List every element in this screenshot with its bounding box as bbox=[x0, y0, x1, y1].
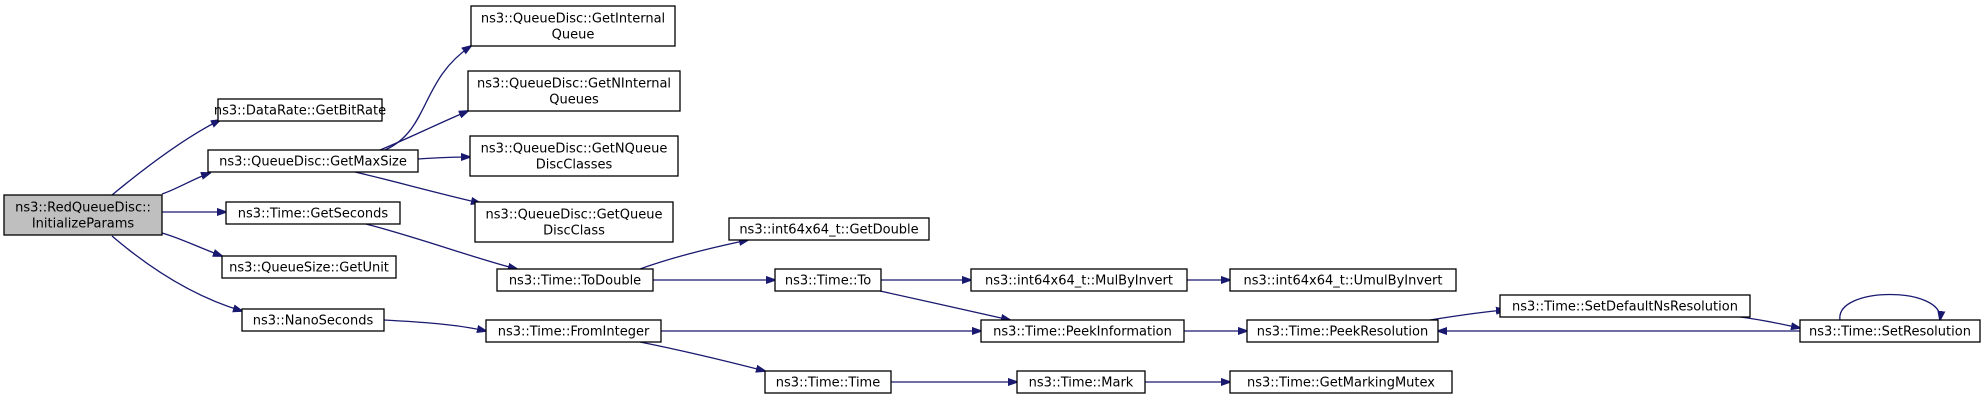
edge-root-to-getunit bbox=[161, 232, 222, 256]
node-setres[interactable]: ns3::Time::SetResolution bbox=[1799, 319, 1981, 343]
edge-to-to-peekinfo bbox=[879, 290, 1010, 320]
edge-getmaxsize-to-getqueuedisc bbox=[354, 171, 480, 203]
node-label: ns3::Time::PeekResolution bbox=[1257, 325, 1428, 340]
node-box bbox=[217, 98, 383, 122]
node-time[interactable]: ns3::Time::Time bbox=[764, 370, 892, 394]
node-box bbox=[1246, 319, 1439, 343]
node-label: ns3::Time::Mark bbox=[1029, 376, 1134, 391]
node-box bbox=[225, 201, 401, 225]
node-box bbox=[474, 201, 674, 243]
node-box bbox=[485, 319, 662, 343]
node-box bbox=[241, 308, 385, 332]
node-box bbox=[221, 255, 397, 279]
node-label: ns3::Time::GetSeconds bbox=[238, 207, 389, 222]
node-label: ns3::int64x64_t::MulByInvert bbox=[985, 274, 1173, 289]
edge-root-to-nanoseconds bbox=[111, 235, 242, 311]
node-label: ns3::QueueDisc::GetQueue bbox=[486, 208, 663, 223]
node-box bbox=[774, 268, 882, 292]
edge-nanoseconds-to-fromint bbox=[383, 319, 486, 331]
edge-setres-to-setres bbox=[1839, 293, 1940, 321]
node-box bbox=[3, 194, 163, 236]
node-label: ns3::Time::Time bbox=[776, 376, 880, 391]
node-box bbox=[980, 319, 1185, 343]
node-mark[interactable]: ns3::Time::Mark bbox=[1016, 370, 1146, 394]
node-box bbox=[728, 217, 930, 241]
node-label: ns3::QueueDisc::GetMaxSize bbox=[219, 155, 407, 170]
nodes-layer: ns3::RedQueueDisc::InitializeParamsns3::… bbox=[3, 5, 1981, 394]
node-label: Queues bbox=[549, 93, 599, 108]
edge-fromint-to-time bbox=[639, 341, 765, 371]
node-label: ns3::int64x64_t::UmulByInvert bbox=[1244, 274, 1443, 289]
node-box bbox=[1229, 268, 1457, 292]
node-label: DiscClasses bbox=[536, 158, 613, 173]
edge-getmaxsize-to-getninternalqueues bbox=[379, 111, 468, 151]
node-label: ns3::Time::ToDouble bbox=[509, 274, 641, 289]
node-todouble[interactable]: ns3::Time::ToDouble bbox=[496, 268, 654, 292]
node-box bbox=[496, 268, 654, 292]
node-nanoseconds[interactable]: ns3::NanoSeconds bbox=[241, 308, 385, 332]
node-box bbox=[467, 70, 681, 112]
edge-peekres-to-setdefault bbox=[1429, 310, 1505, 321]
node-box bbox=[1229, 370, 1453, 394]
node-getunit[interactable]: ns3::QueueSize::GetUnit bbox=[221, 255, 397, 279]
node-getseconds[interactable]: ns3::Time::GetSeconds bbox=[225, 201, 401, 225]
node-box bbox=[469, 135, 679, 177]
edges-layer bbox=[111, 46, 1940, 382]
node-label: ns3::Time::SetResolution bbox=[1809, 325, 1971, 340]
node-getbitrate[interactable]: ns3::DataRate::GetBitRate bbox=[214, 98, 386, 122]
edge-root-to-getmaxsize bbox=[161, 173, 210, 195]
node-label: ns3::RedQueueDisc:: bbox=[15, 201, 151, 216]
node-label: ns3::NanoSeconds bbox=[253, 314, 374, 329]
node-box bbox=[1499, 294, 1751, 318]
node-box bbox=[764, 370, 892, 394]
node-setdefault[interactable]: ns3::Time::SetDefaultNsResolution bbox=[1499, 294, 1751, 318]
node-root[interactable]: ns3::RedQueueDisc::InitializeParams bbox=[3, 194, 163, 236]
node-label: ns3::int64x64_t::GetDouble bbox=[739, 223, 918, 238]
node-box bbox=[970, 268, 1188, 292]
node-label: ns3::Time::SetDefaultNsResolution bbox=[1512, 300, 1738, 315]
node-label: ns3::Time::PeekInformation bbox=[993, 325, 1172, 340]
node-getmaxsize[interactable]: ns3::QueueDisc::GetMaxSize bbox=[207, 149, 419, 173]
node-label: ns3::QueueDisc::GetInternal bbox=[481, 12, 665, 27]
node-label: ns3::Time::FromInteger bbox=[498, 325, 650, 340]
edge-getmaxsize-to-getnqueuedisc bbox=[417, 157, 470, 159]
edge-getmaxsize-to-getinternalqueue bbox=[384, 46, 471, 151]
node-getmarkingmutex[interactable]: ns3::Time::GetMarkingMutex bbox=[1229, 370, 1453, 394]
node-label: Queue bbox=[552, 28, 595, 43]
edge-getseconds-to-todouble bbox=[365, 223, 517, 269]
node-label: ns3::QueueSize::GetUnit bbox=[229, 261, 389, 276]
node-label: ns3::QueueDisc::GetNQueue bbox=[481, 142, 668, 157]
node-box bbox=[207, 149, 419, 173]
node-label: ns3::DataRate::GetBitRate bbox=[214, 104, 386, 119]
node-peekinfo[interactable]: ns3::Time::PeekInformation bbox=[980, 319, 1185, 343]
node-peekres[interactable]: ns3::Time::PeekResolution bbox=[1246, 319, 1439, 343]
edge-setdefault-to-setres bbox=[1739, 316, 1800, 328]
edge-todouble-to-getdouble bbox=[639, 240, 748, 270]
edge-root-to-getbitrate bbox=[111, 120, 220, 196]
node-getdouble[interactable]: ns3::int64x64_t::GetDouble bbox=[728, 217, 930, 241]
node-label: DiscClass bbox=[543, 224, 605, 239]
node-label: ns3::QueueDisc::GetNInternal bbox=[477, 77, 671, 92]
node-umulbyinvert[interactable]: ns3::int64x64_t::UmulByInvert bbox=[1229, 268, 1457, 292]
node-box bbox=[470, 5, 676, 47]
node-box bbox=[1016, 370, 1146, 394]
node-to[interactable]: ns3::Time::To bbox=[774, 268, 882, 292]
node-label: ns3::Time::To bbox=[785, 274, 871, 289]
node-label: ns3::Time::GetMarkingMutex bbox=[1247, 376, 1435, 391]
node-box bbox=[1799, 319, 1981, 343]
node-label: InitializeParams bbox=[32, 217, 135, 232]
node-fromint[interactable]: ns3::Time::FromInteger bbox=[485, 319, 662, 343]
node-mulbyinvert[interactable]: ns3::int64x64_t::MulByInvert bbox=[970, 268, 1188, 292]
